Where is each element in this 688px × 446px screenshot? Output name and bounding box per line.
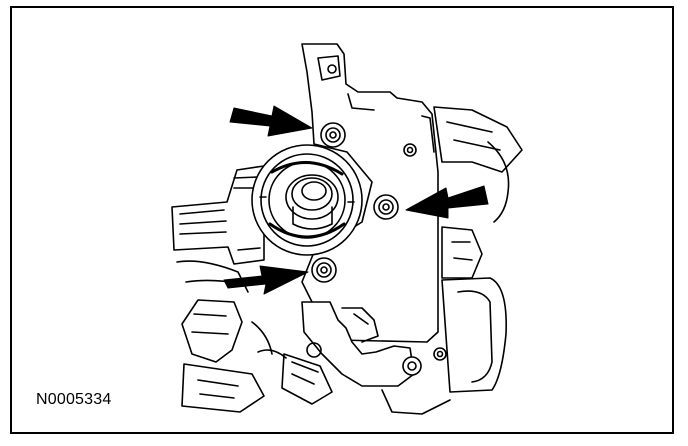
figure-frame <box>10 6 674 434</box>
circular-housing <box>251 144 363 256</box>
figure-id-label: N0005334 <box>36 391 112 408</box>
engine-illustration <box>171 43 523 415</box>
left-engine-block <box>171 165 265 293</box>
arrow-upper-left <box>229 105 313 137</box>
bolt-lower <box>311 257 337 283</box>
lower-left-components <box>181 299 273 413</box>
arrow-lower-left <box>223 265 309 295</box>
right-engine-block <box>433 106 523 393</box>
bolt-upper <box>320 122 346 148</box>
arrow-right <box>405 185 489 219</box>
lower-linkage-assembly <box>257 301 451 415</box>
bolt-right <box>373 194 399 220</box>
